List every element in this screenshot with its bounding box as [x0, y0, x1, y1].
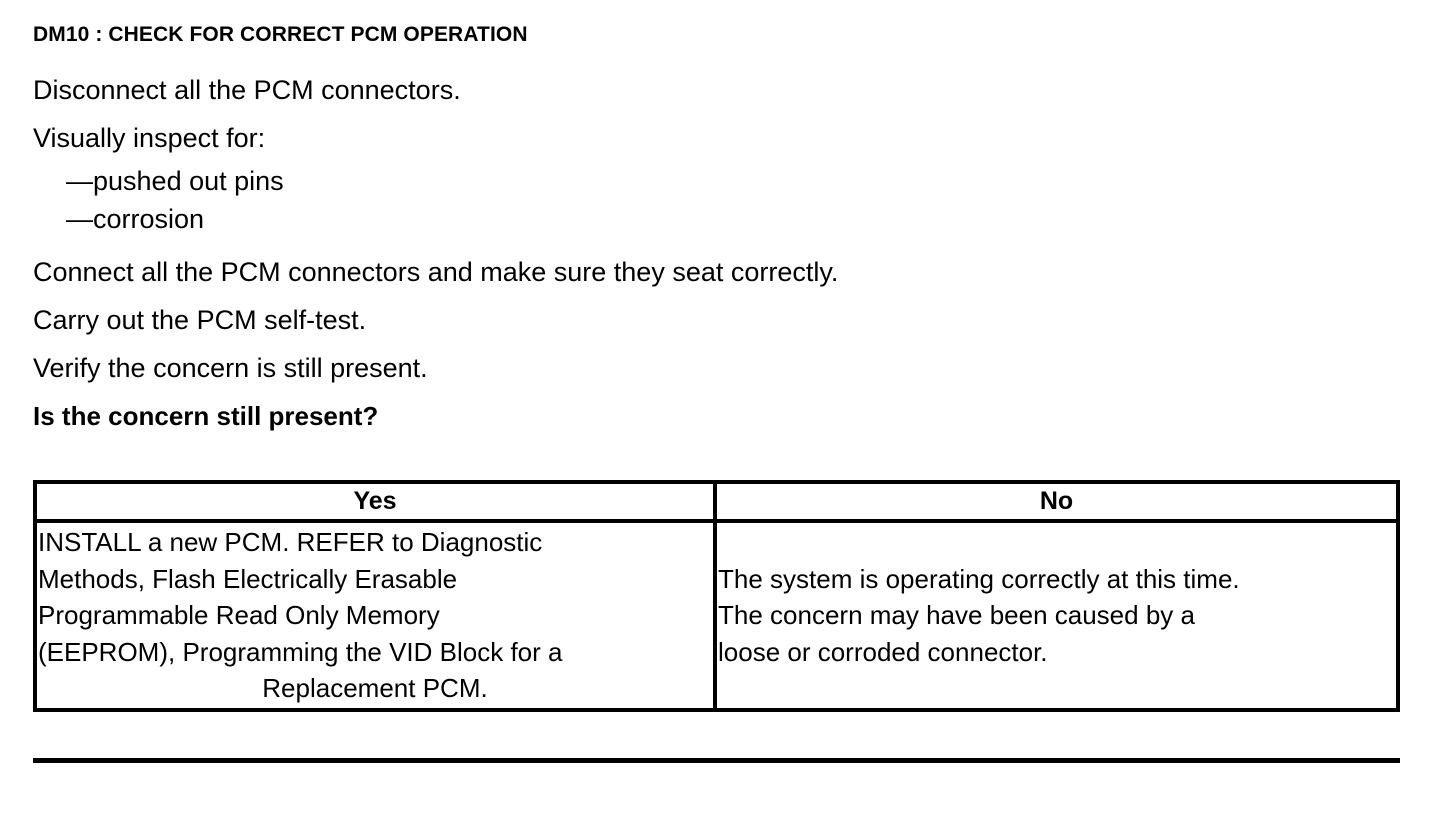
- procedure-steps: Disconnect all the PCM connectors. Visua…: [33, 66, 1413, 440]
- column-header-label: Yes: [353, 487, 397, 515]
- table-cell-yes-action: INSTALL a new PCM. REFER to Diagnostic M…: [37, 523, 717, 708]
- text-line: INSTALL a new PCM. REFER to Diagnostic: [38, 527, 543, 558]
- decision-question: Is the concern still present?: [33, 401, 379, 431]
- text-line: Programmable Read Only Memory: [38, 600, 440, 631]
- step-line: Verify the concern is still present.: [33, 353, 428, 383]
- no-action-text: The system is operating correctly at thi…: [717, 561, 1396, 671]
- step-line: Disconnect all the PCM connectors.: [33, 75, 461, 105]
- section-divider-rule: [33, 758, 1400, 763]
- yes-action-text: INSTALL a new PCM. REFER to Diagnostic M…: [37, 524, 713, 707]
- text-line: (EEPROM), Programming the VID Block for …: [38, 636, 563, 667]
- text-line: loose or corroded connector.: [718, 636, 1048, 667]
- text-line: The system is operating correctly at thi…: [718, 563, 1240, 594]
- step-line: Visually inspect for:: [33, 123, 266, 153]
- decision-table: Yes No INSTALL a new PCM. REFER to Diagn…: [33, 480, 1400, 712]
- table-header-cell-yes: Yes: [37, 484, 717, 519]
- step-line: Connect all the PCM connectors and make …: [33, 257, 839, 287]
- table-row: INSTALL a new PCM. REFER to Diagnostic M…: [37, 523, 1396, 708]
- page-title: DM10 : CHECK FOR CORRECT PCM OPERATION: [33, 23, 528, 46]
- text-line: Replacement PCM.: [262, 673, 488, 704]
- list-item: —corrosion: [66, 204, 205, 234]
- inspection-sub-list: —pushed out pins —corrosion: [33, 162, 1413, 238]
- step-line: Carry out the PCM self-test.: [33, 305, 367, 335]
- list-item: —pushed out pins: [66, 166, 284, 196]
- table-header-row: Yes No: [37, 484, 1396, 523]
- table-cell-no-action: The system is operating correctly at thi…: [717, 523, 1396, 708]
- column-header-label: No: [1039, 487, 1074, 515]
- text-line: Methods, Flash Electrically Erasable: [38, 563, 458, 594]
- spacer: [33, 238, 1413, 248]
- table-header-cell-no: No: [717, 484, 1396, 519]
- text-line: The concern may have been caused by a: [718, 600, 1195, 631]
